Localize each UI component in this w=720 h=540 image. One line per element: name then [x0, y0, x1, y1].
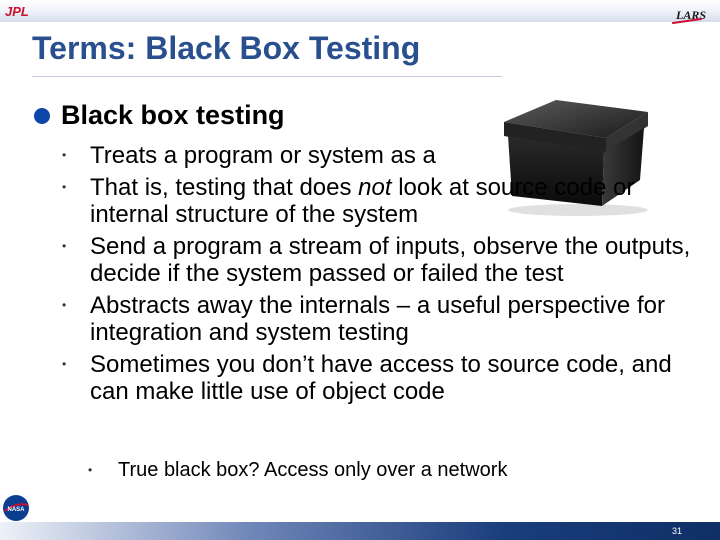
- sub-bullet-item: • Sometimes you don’t have access to sou…: [62, 351, 702, 405]
- sub-bullet-text: That is, testing that does not look at s…: [90, 174, 635, 228]
- jpl-logo: JPL: [5, 4, 29, 19]
- small-dot-bullet-icon: •: [88, 463, 93, 477]
- sub-bullet-list: • Treats a program or system as a • That…: [62, 142, 702, 410]
- sub-sub-bullet-item: • True black box? Access only over a net…: [88, 458, 507, 482]
- sub-bullet-item: • Treats a program or system as a: [62, 142, 702, 169]
- nasa-logo: NASA: [3, 495, 29, 521]
- emphasis-not: not: [358, 174, 392, 201]
- small-dot-bullet-icon: •: [62, 357, 67, 371]
- slide-title: Terms: Black Box Testing: [32, 30, 421, 66]
- small-dot-bullet-icon: •: [62, 180, 67, 194]
- sub-sub-bullet-text: True black box? Access only over a netwo…: [118, 459, 508, 481]
- sub-bullet-item: • That is, testing that does not look at…: [62, 174, 702, 228]
- sub-bullet-item: • Abstracts away the internals – a usefu…: [62, 292, 702, 346]
- main-bullet-text: Black box testing: [61, 100, 285, 130]
- small-dot-bullet-icon: •: [62, 148, 67, 162]
- sub-bullet-text: Abstracts away the internals – a useful …: [90, 292, 665, 346]
- main-bullet-item: Black box testing: [34, 100, 285, 131]
- lars-logo: LARS: [671, 8, 706, 25]
- black-box-image: [504, 100, 648, 216]
- top-header-bar: [0, 0, 720, 22]
- sub-bullet-text: Sometimes you don’t have access to sourc…: [90, 351, 672, 405]
- bottom-footer-bar: [0, 522, 720, 540]
- nasa-logo-text: NASA: [7, 507, 25, 513]
- page-number: 31: [671, 526, 682, 536]
- title-divider: [32, 76, 502, 77]
- sub-bullet-item: • Send a program a stream of inputs, obs…: [62, 233, 702, 287]
- sub-bullet-text: Send a program a stream of inputs, obser…: [90, 233, 691, 287]
- small-dot-bullet-icon: •: [62, 298, 67, 312]
- sub-bullet-text: Treats a program or system as a: [90, 142, 436, 169]
- small-dot-bullet-icon: •: [62, 239, 67, 253]
- filled-circle-bullet-icon: [34, 107, 50, 124]
